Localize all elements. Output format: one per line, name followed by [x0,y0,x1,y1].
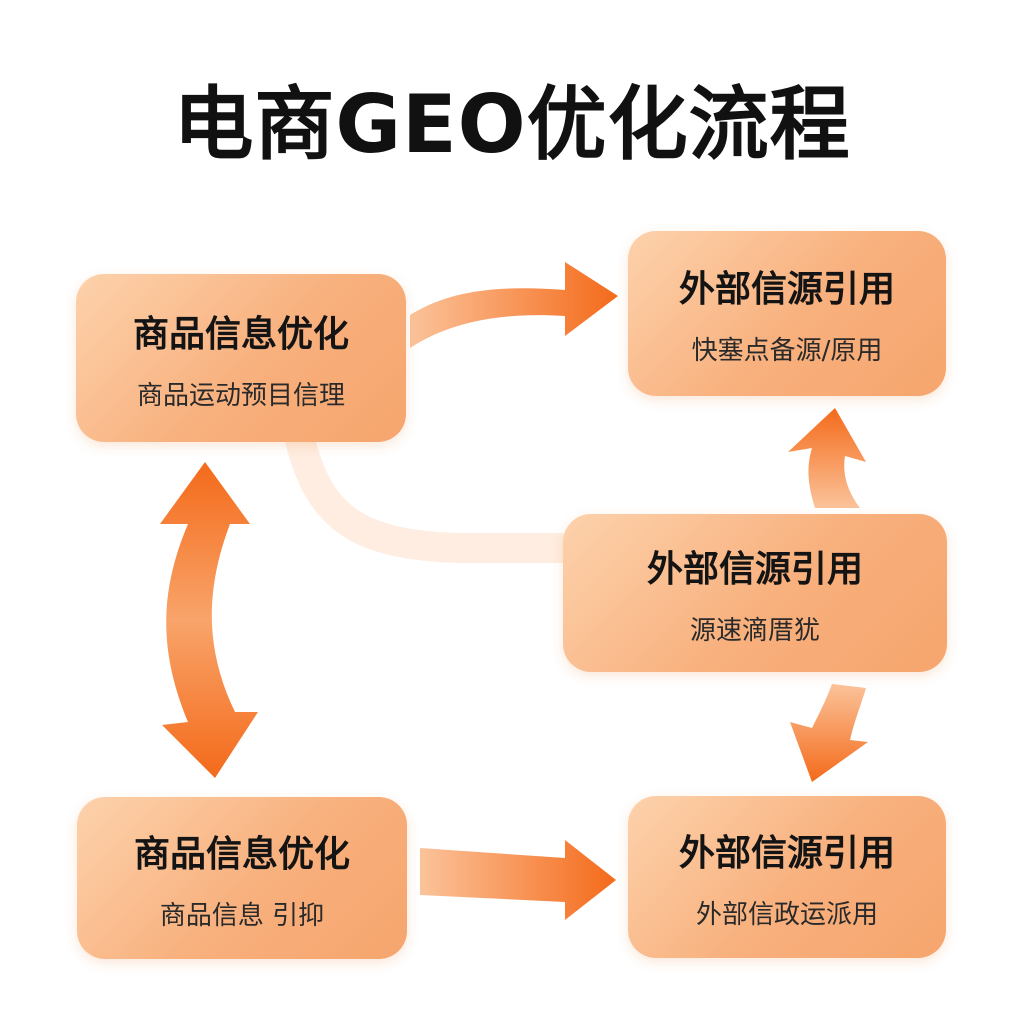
step-box-bottom-right: 外部信源引用 外部信政运派用 [628,796,946,958]
box-heading: 外部信源引用 [678,832,895,874]
arrow-bottom-left-to-bottom-right [420,840,616,920]
step-box-top-right: 外部信源引用 快塞点备源/原用 [628,231,946,396]
page-title: 电商GEO优化流程 [173,78,851,171]
box-subtext: 商品运动预目信理 [136,380,345,411]
arrow-middle-to-bottom-right [790,684,868,782]
box-heading: 外部信源引用 [646,548,863,590]
box-subtext: 商品信息 引抑 [159,900,325,931]
arrow-middle-to-top-right [788,408,866,508]
arrow-top-left-to-top-right [410,262,618,348]
box-heading: 商品信息优化 [132,313,349,355]
step-box-bottom-left: 商品信息优化 商品信息 引抑 [77,797,407,959]
step-box-middle-right: 外部信源引用 源速滴厝犹 [563,514,947,672]
box-heading: 外部信源引用 [678,269,895,310]
box-subtext: 外部信政运派用 [695,899,878,930]
box-heading: 商品信息优化 [133,833,350,875]
arrow-left-bidirectional [160,462,258,778]
step-box-top-left: 商品信息优化 商品运动预目信理 [76,274,406,442]
box-subtext: 源速滴厝犹 [689,615,820,646]
box-subtext: 快塞点备源/原用 [691,336,883,366]
faint-connector-curve [285,425,575,563]
